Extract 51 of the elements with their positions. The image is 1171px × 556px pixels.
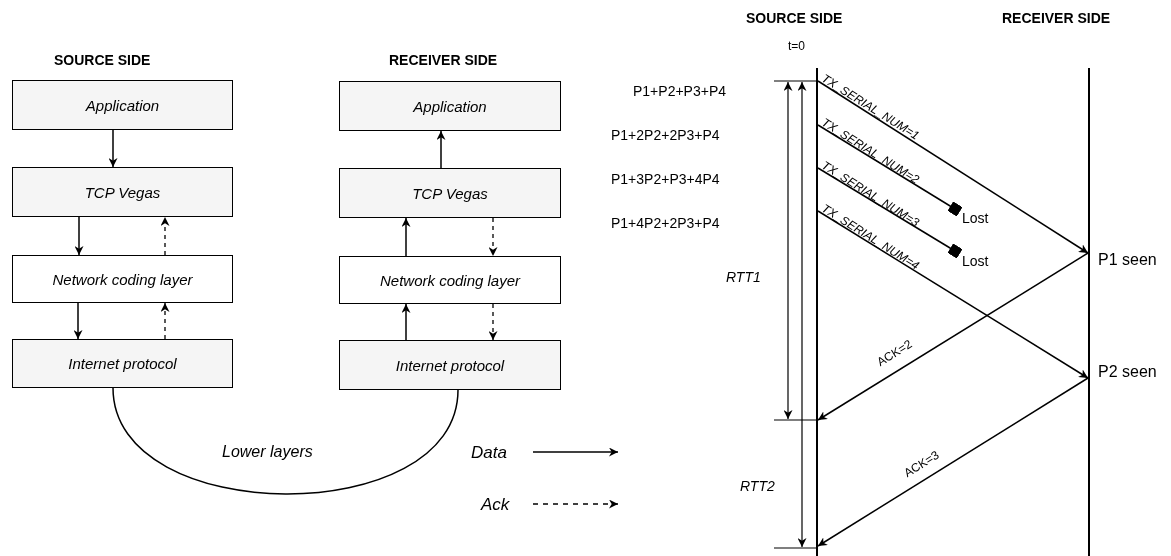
loss-label: Lost — [962, 211, 989, 225]
arrow — [488, 217, 498, 257]
connector-curve — [112, 387, 459, 495]
arrow — [817, 210, 1089, 379]
annotation-text: t=0 — [788, 40, 805, 52]
edge-label: Lower layers — [222, 444, 313, 460]
layer-box — [339, 81, 561, 131]
annotation-text: RTT2 — [740, 479, 775, 493]
annotation-text: P2 seen — [1098, 364, 1157, 380]
arrow — [74, 216, 84, 256]
layer-box — [12, 339, 233, 388]
arrow — [73, 302, 83, 340]
layer-box — [339, 168, 561, 218]
layer-box — [339, 340, 561, 390]
annotation-text: P1+P2+P3+P4 — [633, 84, 727, 98]
annotation-text: P1+2P2+2P3+P4 — [611, 128, 720, 142]
layer-name: Application — [413, 97, 487, 115]
annotation-text: RTT1 — [726, 270, 761, 284]
arrow — [817, 377, 1089, 547]
layer-box — [12, 80, 233, 130]
arrow — [401, 217, 411, 257]
annotation-text: P1+4P2+2P3+P4 — [611, 216, 720, 230]
layer-name: Network coding layer — [379, 271, 521, 289]
loss-label: Lost — [962, 254, 989, 268]
annotation-text: P1 seen — [1098, 252, 1157, 268]
annotation-text: P1+3P2+P3+4P4 — [611, 172, 720, 186]
layer-name: Internet protocol — [68, 355, 177, 372]
arrow — [160, 216, 170, 256]
layer-box — [12, 167, 233, 217]
arrow — [401, 303, 411, 341]
arrow — [160, 302, 170, 340]
lifeline — [1088, 68, 1090, 556]
side-heading: SOURCE SIDE — [54, 53, 151, 67]
layer-name: Application — [85, 96, 160, 114]
arrow — [817, 252, 1089, 421]
arrow — [488, 303, 498, 341]
arrow — [436, 130, 446, 169]
arrow — [817, 80, 1089, 254]
layer-name: Network coding layer — [52, 270, 193, 288]
layer-name: TCP Vegas — [412, 184, 488, 202]
lifeline — [816, 68, 818, 556]
layer-box — [12, 255, 233, 303]
side-heading: RECEIVER SIDE — [389, 53, 498, 67]
arrow — [108, 129, 118, 168]
layer-name: Internet protocol — [395, 356, 505, 374]
side-heading: SOURCE SIDE — [746, 11, 843, 25]
layer-name: TCP Vegas — [84, 183, 161, 201]
layer-box — [339, 256, 561, 304]
side-heading: RECEIVER SIDE — [1002, 11, 1111, 25]
legend-label: Data — [471, 444, 507, 461]
legend-label: Ack — [481, 496, 510, 513]
